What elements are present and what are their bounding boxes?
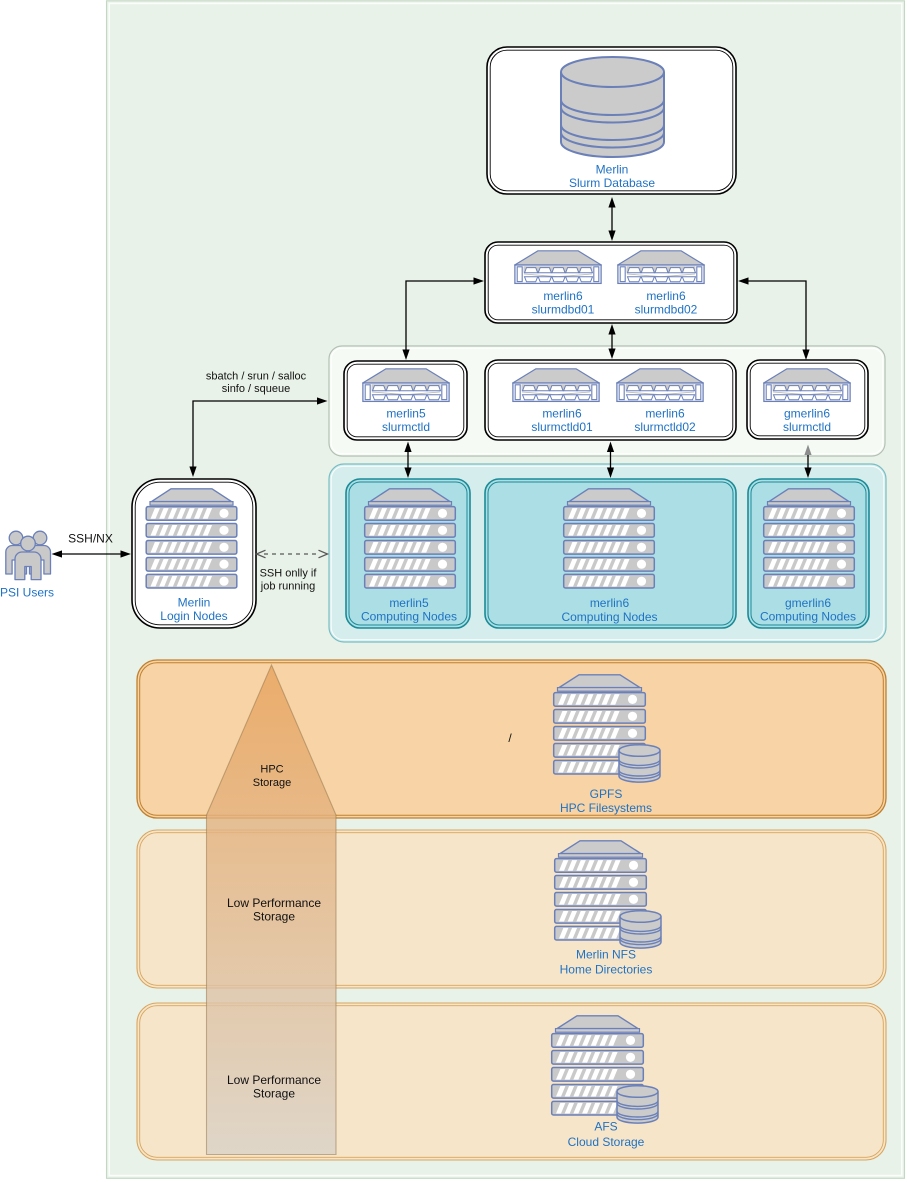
- svg-text:gmerlin6: gmerlin6: [785, 596, 831, 610]
- svg-text:/: /: [508, 731, 512, 745]
- svg-text:slurmctld02: slurmctld02: [634, 420, 696, 434]
- svg-text:merlin5: merlin5: [389, 596, 429, 610]
- svg-text:merlin6: merlin6: [542, 407, 582, 421]
- svg-text:SSH onlly if: SSH onlly if: [260, 568, 318, 580]
- svg-text:job running: job running: [260, 581, 315, 593]
- svg-text:PSI Users: PSI Users: [0, 586, 54, 600]
- svg-text:Storage: Storage: [253, 777, 292, 789]
- svg-text:sinfo / squeue: sinfo / squeue: [222, 383, 291, 395]
- svg-text:slurmctld01: slurmctld01: [531, 420, 593, 434]
- svg-text:HPC Filesystems: HPC Filesystems: [560, 801, 652, 815]
- svg-text:Computing Nodes: Computing Nodes: [561, 610, 657, 624]
- svg-text:GPFS: GPFS: [590, 787, 623, 801]
- svg-text:Slurm Database: Slurm Database: [569, 176, 655, 190]
- svg-text:slurmctld: slurmctld: [783, 420, 831, 434]
- svg-text:Login Nodes: Login Nodes: [160, 609, 227, 623]
- svg-text:Computing Nodes: Computing Nodes: [361, 610, 457, 624]
- svg-text:slurmdbd02: slurmdbd02: [635, 303, 698, 317]
- svg-text:Storage: Storage: [253, 910, 295, 924]
- svg-text:AFS: AFS: [594, 1120, 617, 1134]
- svg-text:merlin5: merlin5: [386, 407, 426, 421]
- svg-text:SSH/NX: SSH/NX: [68, 532, 113, 546]
- svg-text:Merlin NFS: Merlin NFS: [576, 948, 636, 962]
- svg-text:Storage: Storage: [253, 1087, 295, 1101]
- svg-text:Merlin: Merlin: [178, 596, 211, 610]
- svg-text:Home Directories: Home Directories: [560, 963, 653, 977]
- svg-text:Cloud Storage: Cloud Storage: [568, 1135, 645, 1149]
- svg-text:Low Performance: Low Performance: [227, 1073, 321, 1087]
- svg-text:merlin6: merlin6: [590, 596, 630, 610]
- svg-text:slurmctld: slurmctld: [382, 420, 430, 434]
- svg-text:Computing Nodes: Computing Nodes: [760, 610, 856, 624]
- svg-text:Merlin: Merlin: [596, 163, 629, 177]
- svg-text:merlin6: merlin6: [645, 407, 685, 421]
- svg-text:HPC: HPC: [260, 764, 283, 776]
- svg-text:merlin6: merlin6: [646, 289, 686, 303]
- svg-text:merlin6: merlin6: [543, 289, 583, 303]
- svg-text:Low Performance: Low Performance: [227, 896, 321, 910]
- svg-text:gmerlin6: gmerlin6: [784, 407, 830, 421]
- svg-text:sbatch / srun / salloc: sbatch / srun / salloc: [206, 371, 307, 383]
- svg-text:slurmdbd01: slurmdbd01: [532, 303, 595, 317]
